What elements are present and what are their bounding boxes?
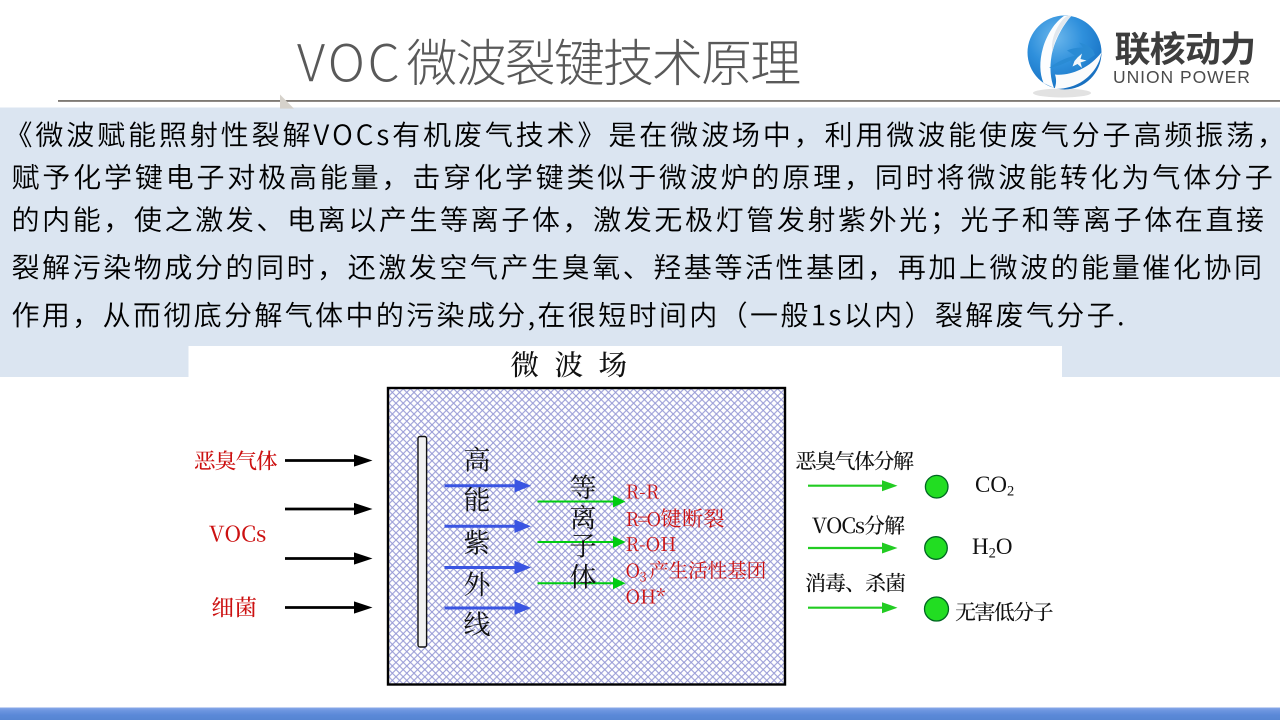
svg-text:UNION POWER: UNION POWER <box>1113 67 1251 87</box>
